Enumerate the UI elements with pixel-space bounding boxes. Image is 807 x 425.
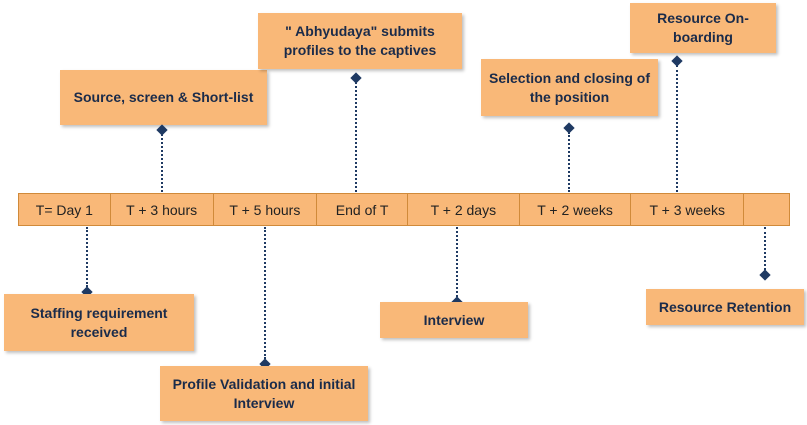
timeline-cell-2d: T + 2 days [408,194,520,225]
event-resource-onboarding: Resource On-boarding [630,3,776,53]
connector-line [456,227,458,297]
event-abhyudaya-submits: " Abhyudaya" submits profiles to the cap… [258,13,462,69]
timeline-cell-end: End of T [317,194,408,225]
connector-line [676,65,678,192]
connector-diamond [759,269,771,281]
connector-line [86,227,88,287]
connector-line [764,227,766,270]
timeline-cell-3w: T + 3 weeks [631,194,745,225]
timeline-cell-2w: T + 2 weeks [519,194,632,225]
event-source-screen-shortlist: Source, screen & Short-list [60,70,267,125]
timeline-cell-day1: T= Day 1 [19,194,111,225]
timeline-cell-5h: T + 5 hours [213,194,318,225]
connector-line [161,134,163,192]
event-staffing-requirement: Staffing requirement received [4,294,194,351]
event-resource-retention: Resource Retention [646,289,804,325]
timeline-cell-3h: T + 3 hours [110,194,214,225]
event-profile-validation: Profile Validation and initial Interview [160,366,368,421]
connector-line [355,82,357,192]
event-interview: Interview [380,302,528,338]
connector-line [568,132,570,192]
timeline-bar: T= Day 1 T + 3 hours T + 5 hours End of … [18,193,790,226]
connector-line [264,227,266,359]
timeline-cell-empty [744,194,789,225]
event-selection-closing: Selection and closing of the position [481,59,658,116]
